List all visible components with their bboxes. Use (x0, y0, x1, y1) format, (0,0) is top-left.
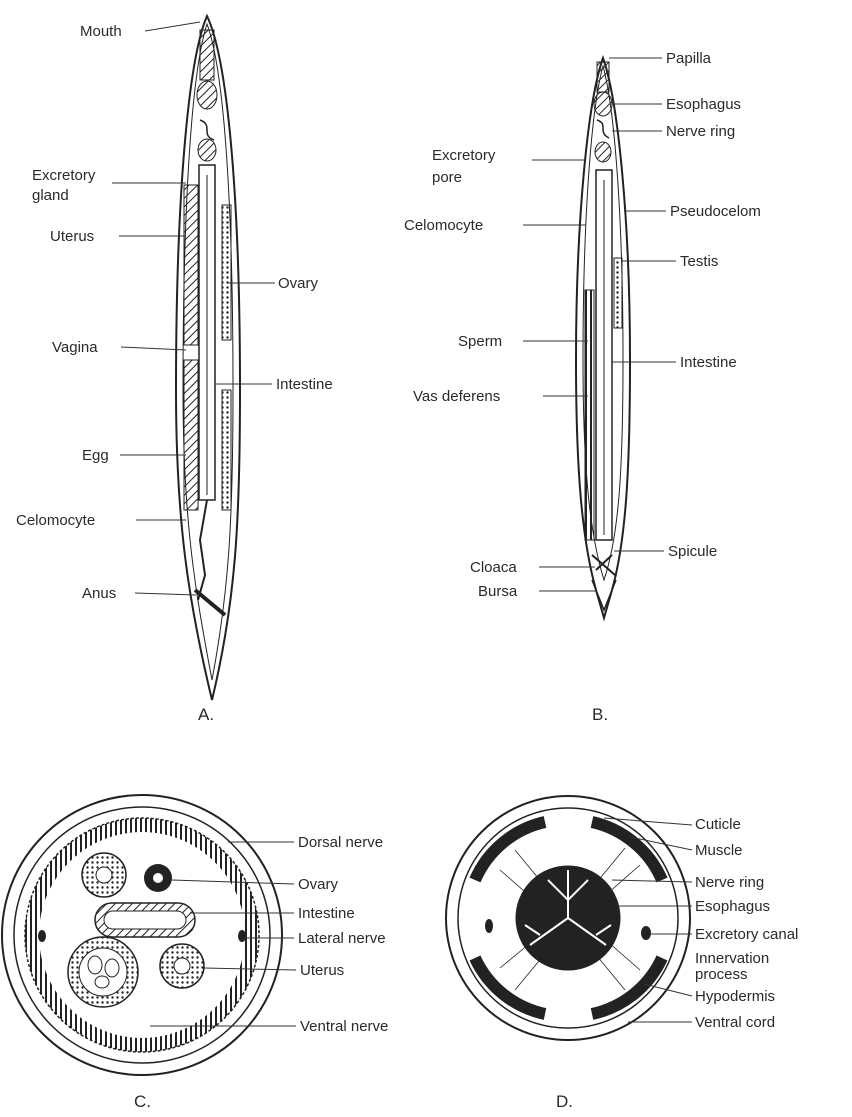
label-excretory-pore-2: pore (432, 169, 462, 186)
label-ventral-nerve: Ventral nerve (300, 1018, 388, 1035)
label-spicule: Spicule (668, 543, 717, 560)
label-muscle: Muscle (695, 842, 743, 859)
panel-d-cross-section (446, 796, 690, 1040)
label-intestine: Intestine (680, 354, 737, 371)
panel-c-cross-section (2, 795, 282, 1075)
label-ventral-cord: Ventral cord (695, 1014, 775, 1031)
panel-a-female-worm (176, 16, 240, 700)
label-vagina: Vagina (52, 339, 98, 356)
panel-a-caption: A. (198, 705, 214, 724)
label-lateral-nerve: Lateral nerve (298, 930, 386, 947)
panel-a-labels: Mouth Excretory gland Uterus Ovary Vagin… (16, 23, 333, 724)
panel-b-caption: B. (592, 705, 608, 724)
label-vas-deferens: Vas deferens (413, 388, 500, 405)
label-excretory-canal: Excretory canal (695, 926, 798, 943)
label-pseudocelom: Pseudocelom (670, 203, 761, 220)
label-ovary: Ovary (278, 275, 319, 292)
panel-c-caption: C. (134, 1092, 151, 1111)
label-uterus: Uterus (300, 962, 344, 979)
label-papilla: Papilla (666, 50, 712, 67)
panel-d-caption: D. (556, 1092, 573, 1111)
label-excretory-gland-2: gland (32, 187, 69, 204)
label-testis: Testis (680, 253, 718, 270)
label-dorsal-nerve: Dorsal nerve (298, 834, 383, 851)
label-esophagus: Esophagus (695, 898, 770, 915)
panel-b-leaders (523, 58, 676, 591)
label-cuticle: Cuticle (695, 816, 741, 833)
label-nerve-ring: Nerve ring (666, 123, 735, 140)
label-anus: Anus (82, 585, 116, 602)
label-bursa: Bursa (478, 583, 518, 600)
label-cloaca: Cloaca (470, 559, 517, 576)
panel-b-male-worm (576, 58, 630, 618)
label-innervation-1: Innervation (695, 950, 769, 967)
label-celomocyte: Celomocyte (404, 217, 483, 234)
label-sperm: Sperm (458, 333, 502, 350)
label-uterus: Uterus (50, 228, 94, 245)
label-innervation-2: process (695, 966, 748, 983)
label-intestine: Intestine (298, 905, 355, 922)
label-excretory-pore-1: Excretory (432, 147, 496, 164)
label-ovary: Ovary (298, 876, 339, 893)
label-hypodermis: Hypodermis (695, 988, 775, 1005)
label-egg: Egg (82, 447, 109, 464)
label-esophagus: Esophagus (666, 96, 741, 113)
label-nerve-ring: Nerve ring (695, 874, 764, 891)
label-intestine: Intestine (276, 376, 333, 393)
label-celomocyte: Celomocyte (16, 512, 95, 529)
label-excretory-gland-1: Excretory (32, 167, 96, 184)
label-mouth: Mouth (80, 23, 122, 40)
panel-b-labels: Papilla Esophagus Nerve ring Excretory p… (404, 50, 761, 724)
